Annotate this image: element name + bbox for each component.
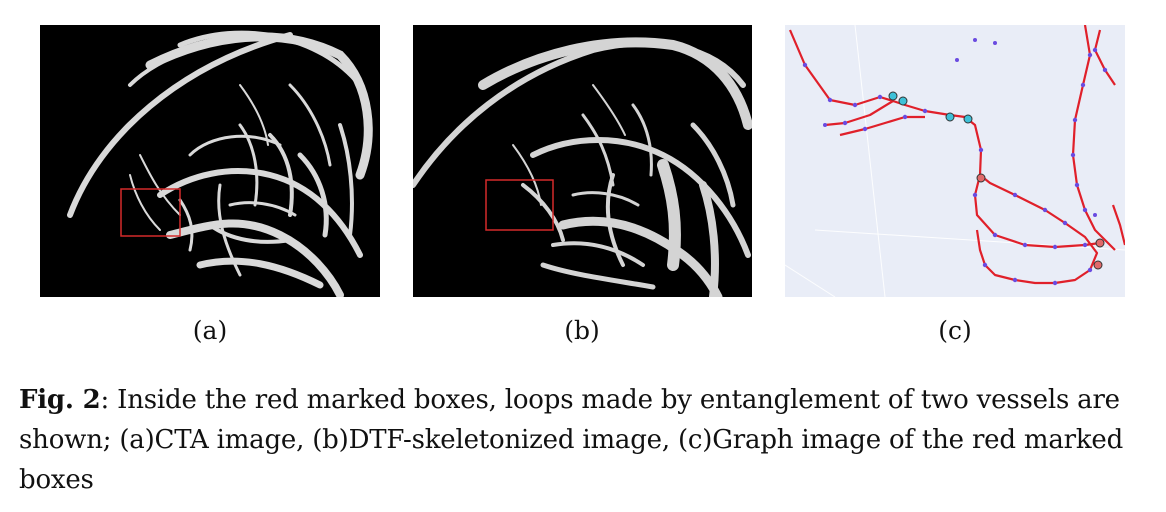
figure-number: Fig. 2 bbox=[19, 385, 101, 415]
red-marked-box-b bbox=[485, 179, 554, 231]
subfigure-label-b: (b) bbox=[564, 316, 600, 345]
panel-a-cta-image bbox=[40, 25, 380, 297]
red-marked-box-a bbox=[120, 188, 181, 237]
panel-c-graph-image bbox=[785, 25, 1125, 297]
vessel-graph-render bbox=[785, 25, 1125, 297]
cta-vessel-render bbox=[67, 30, 373, 297]
caption-text: : Inside the red marked boxes, loops mad… bbox=[19, 385, 1124, 495]
subfigure-label-a: (a) bbox=[192, 316, 228, 345]
figure-caption: Fig. 2: Inside the red marked boxes, loo… bbox=[19, 380, 1154, 500]
skeletonized-vessel-render bbox=[413, 37, 752, 297]
subfigure-label-c: (c) bbox=[938, 316, 972, 345]
panel-b-skeletonized-image bbox=[413, 25, 752, 297]
graph-nodes bbox=[802, 38, 1108, 286]
